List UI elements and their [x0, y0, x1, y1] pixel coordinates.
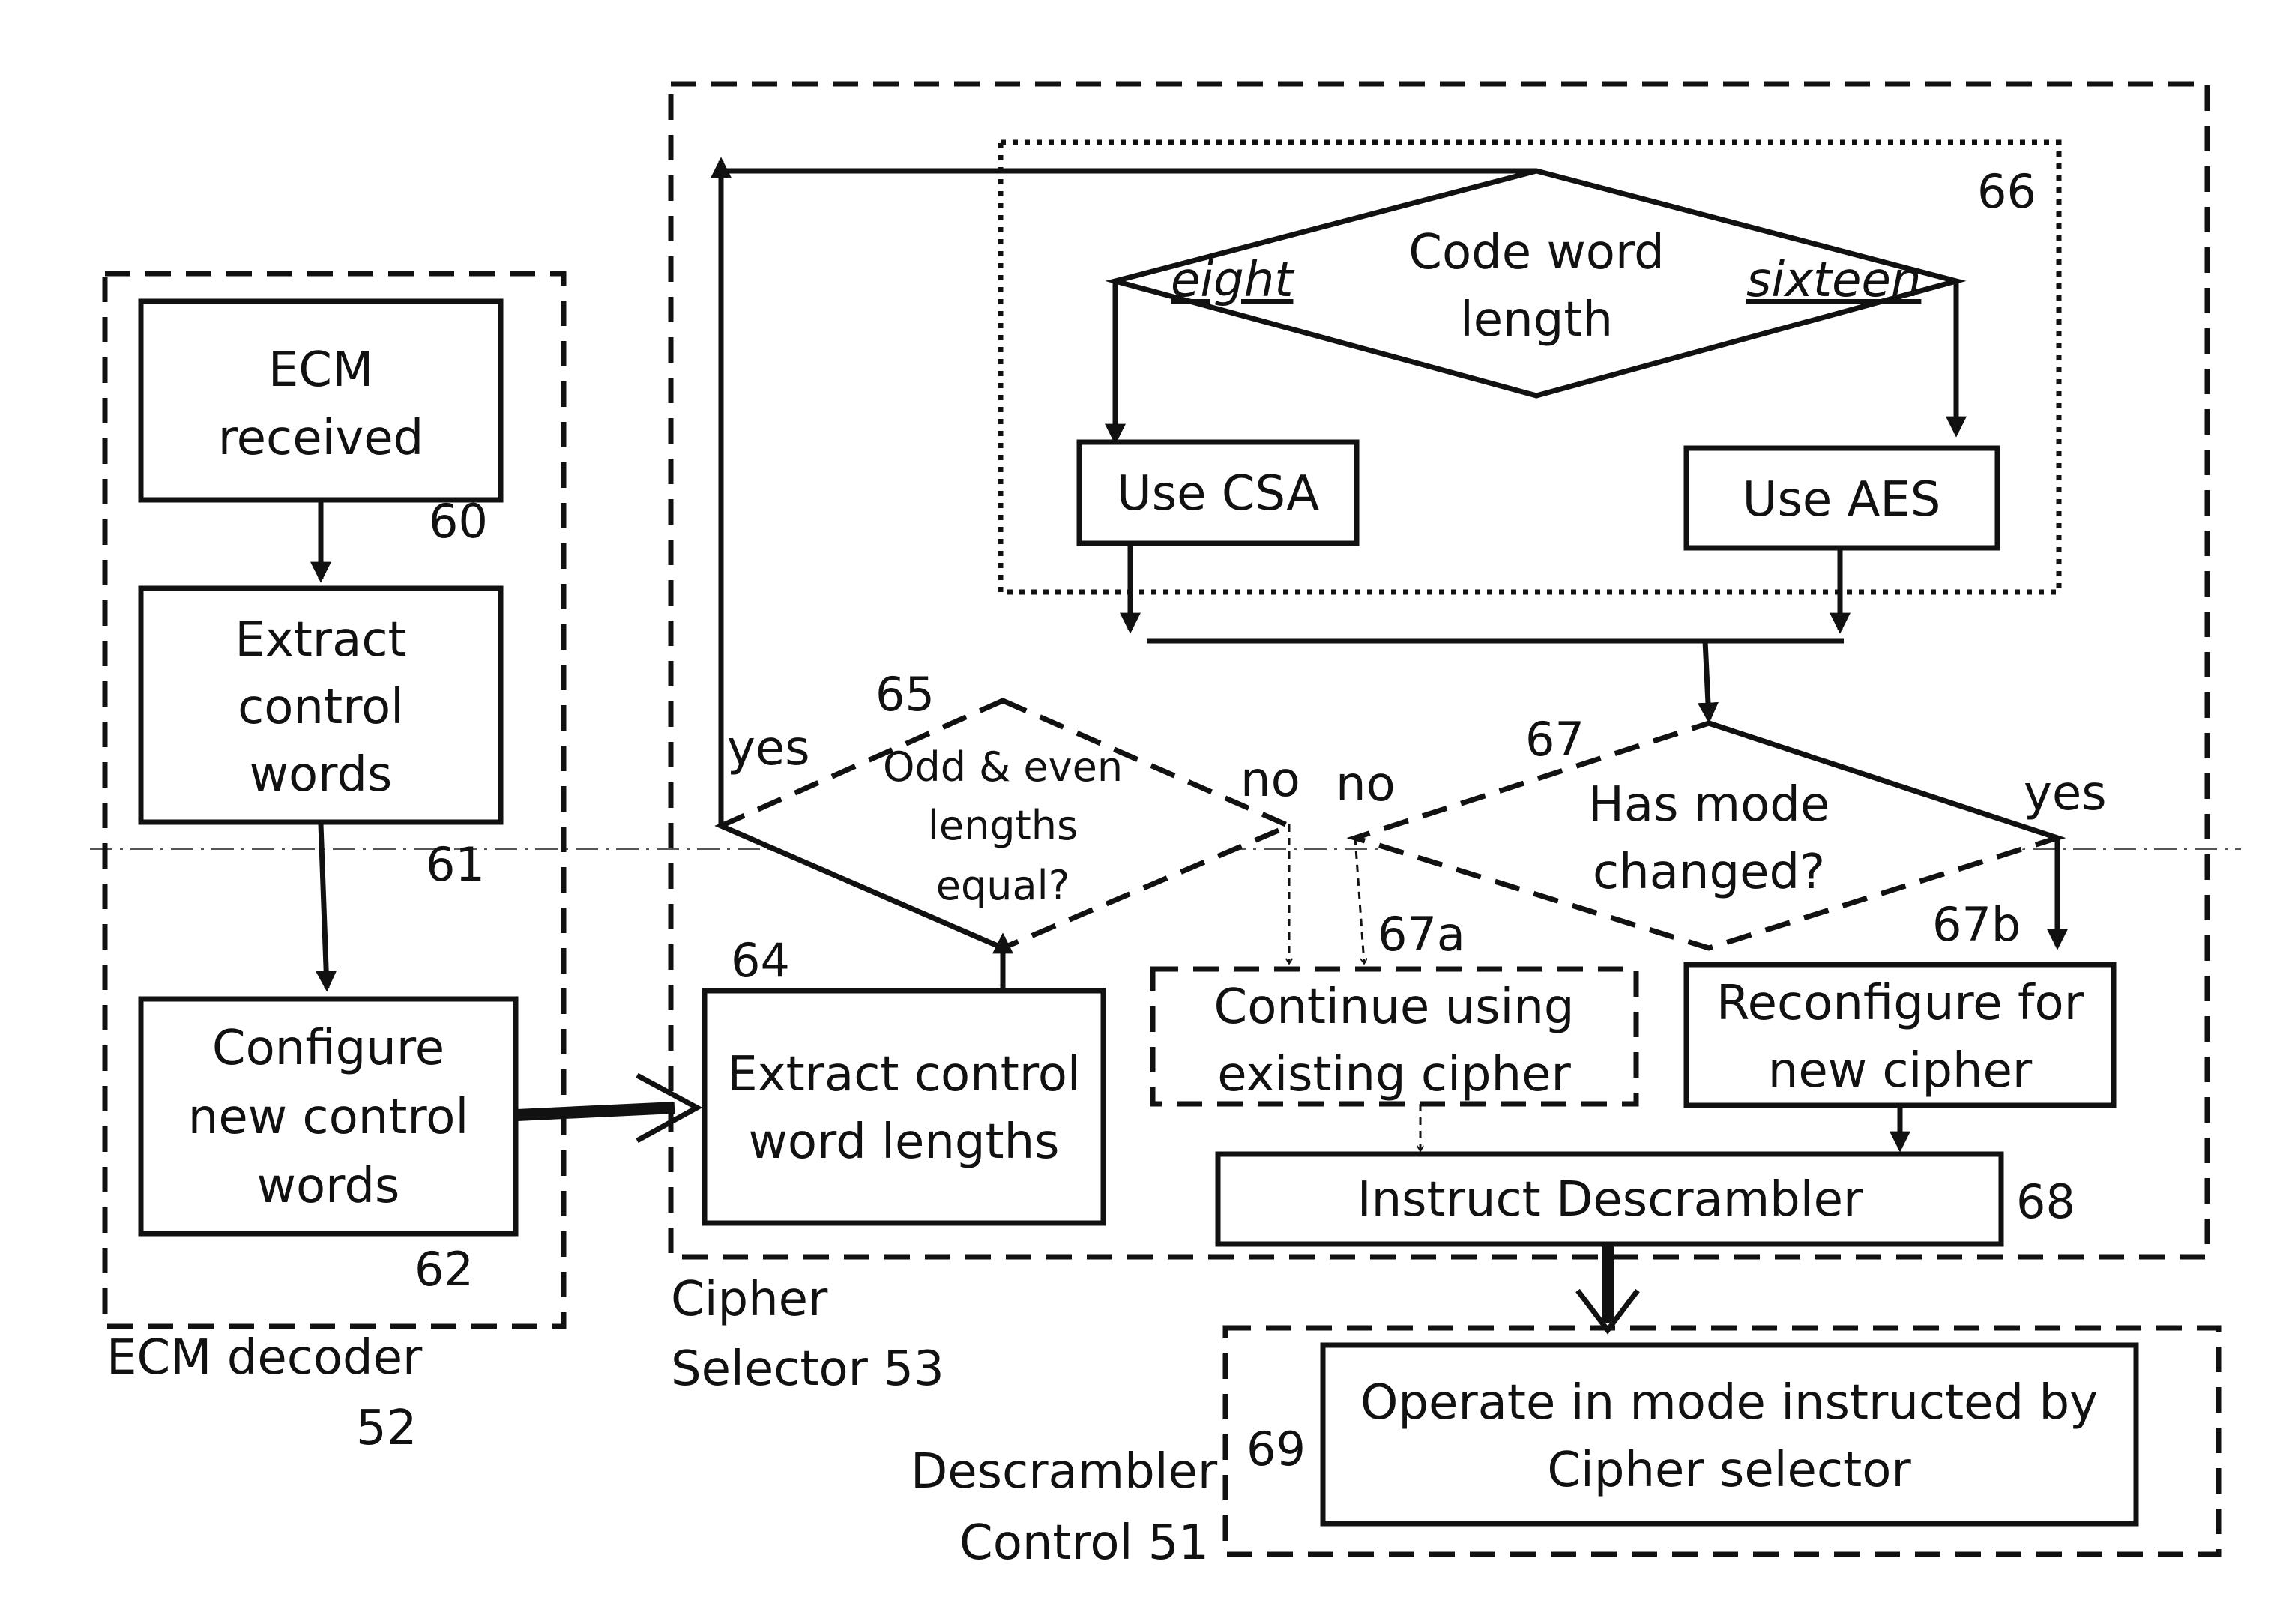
svg-text:length: length: [1460, 292, 1613, 348]
box-use-csa: Use CSA: [1079, 442, 1357, 543]
svg-text:word lengths: word lengths: [749, 1114, 1060, 1170]
branch-label-eight: eight: [1171, 253, 1295, 308]
svg-text:Extract: Extract: [235, 612, 406, 668]
svg-text:received: received: [218, 411, 424, 466]
step-68-number: 68: [2016, 1174, 2075, 1229]
svg-text:Cipher selector: Cipher selector: [1547, 1443, 1911, 1498]
step-67a-number: 67a: [1378, 907, 1465, 962]
box-use-aes: Use AES: [1686, 448, 1997, 548]
cipher-selector-label-line2: Selector 53: [671, 1341, 944, 1397]
svg-text:Continue using: Continue using: [1214, 979, 1575, 1035]
svg-text:Instruct Descrambler: Instruct Descrambler: [1357, 1172, 1863, 1228]
decision-65-no: no: [1240, 752, 1300, 808]
step-64-number: 64: [731, 933, 790, 988]
svg-text:changed?: changed?: [1593, 845, 1825, 900]
svg-text:equal?: equal?: [936, 862, 1070, 909]
svg-text:Operate in mode instructed by: Operate in mode instructed by: [1360, 1375, 2098, 1431]
svg-text:Extract control: Extract control: [727, 1047, 1080, 1102]
svg-text:ECM: ECM: [268, 342, 373, 398]
svg-text:Use AES: Use AES: [1743, 472, 1941, 528]
svg-text:words: words: [257, 1159, 400, 1214]
arrow-62-to-64: [517, 1108, 675, 1115]
descrambler-control-label-line2: Control 51: [959, 1515, 1209, 1571]
svg-text:words: words: [250, 747, 393, 803]
cipher-selector-label-line1: Cipher: [671, 1272, 828, 1327]
decision-67-no: no: [1336, 757, 1396, 812]
svg-text:Has mode: Has mode: [1588, 777, 1830, 833]
svg-text:control: control: [238, 680, 404, 735]
step-61-extract-control-words: Extract control words: [141, 588, 501, 822]
step-68-instruct-descrambler: Instruct Descrambler: [1218, 1154, 2001, 1244]
step-67a-continue-using-existing-cipher: Continue using existing cipher: [1153, 969, 1636, 1104]
svg-text:Code word: Code word: [1408, 225, 1665, 280]
descrambler-control-label-line1: Descrambler: [911, 1444, 1218, 1500]
step-66-number: 66: [1977, 164, 2036, 219]
arrow-61-to-62: [321, 824, 327, 988]
arrow-merge-to-67: [1705, 641, 1709, 719]
step-67b-number: 67b: [1932, 897, 2021, 952]
step-62-configure-new-control-words: Configure new control words: [141, 999, 516, 1234]
decision-65-yes: yes: [727, 721, 810, 776]
step-61-number: 61: [426, 837, 485, 892]
svg-text:existing cipher: existing cipher: [1217, 1047, 1571, 1102]
svg-text:Configure: Configure: [212, 1021, 444, 1076]
svg-text:lengths: lengths: [928, 802, 1078, 849]
step-67b-reconfigure-for-new-cipher: Reconfigure for new cipher: [1686, 965, 2114, 1105]
svg-text:Odd & even: Odd & even: [883, 743, 1123, 791]
step-65-number: 65: [875, 667, 935, 722]
svg-text:Use CSA: Use CSA: [1117, 466, 1319, 522]
step-69-number: 69: [1246, 1422, 1306, 1476]
step-60-number: 60: [429, 494, 488, 549]
ecm-decoder-number: 52: [356, 1401, 417, 1456]
svg-text:new control: new control: [188, 1090, 468, 1145]
step-64-extract-control-word-lengths: Extract control word lengths: [705, 991, 1103, 1223]
arrow-67-no-to-67a: [1355, 838, 1364, 963]
step-69-operate-in-mode: Operate in mode instructed by Cipher sel…: [1323, 1345, 2136, 1524]
ecm-decoder-label: ECM decoder: [106, 1330, 423, 1386]
decision-67-yes: yes: [2024, 766, 2107, 821]
svg-text:Reconfigure for: Reconfigure for: [1716, 976, 2084, 1031]
branch-label-sixteen: sixteen: [1746, 253, 1921, 308]
step-60-ecm-received: ECM received: [141, 301, 501, 500]
svg-text:new cipher: new cipher: [1768, 1043, 2033, 1099]
step-62-number: 62: [414, 1242, 474, 1297]
step-67-number: 67: [1525, 712, 1584, 767]
